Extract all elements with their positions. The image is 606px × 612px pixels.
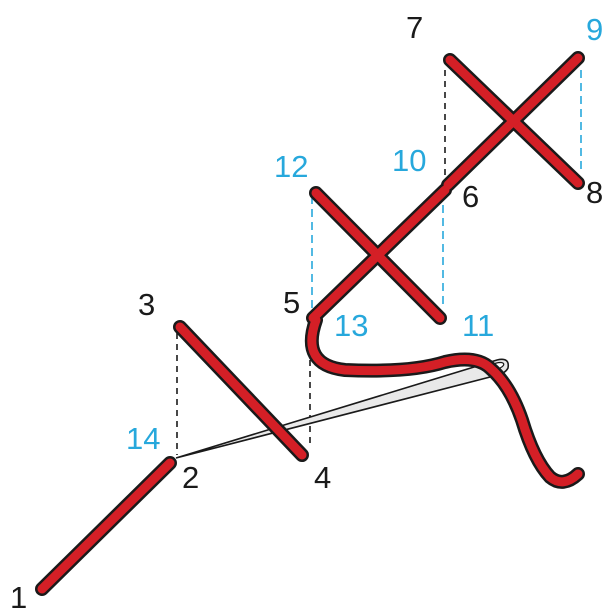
- point-labels: 1 2 3 4 5 6 7 8 9 10 11 12 13 14: [10, 10, 603, 612]
- stitches: [35, 51, 585, 596]
- label-point-1: 1: [10, 580, 27, 612]
- label-point-9: 9: [586, 12, 603, 47]
- stitch-1-2: [37, 458, 175, 594]
- label-point-7: 7: [406, 10, 423, 45]
- label-point-12: 12: [274, 149, 308, 184]
- label-point-5: 5: [283, 285, 300, 320]
- label-point-4: 4: [314, 460, 331, 495]
- stitch-6-9: [443, 53, 583, 190]
- label-point-3: 3: [138, 287, 155, 322]
- label-point-13: 13: [334, 308, 368, 343]
- guide-lines: [176, 70, 582, 455]
- label-point-10: 10: [392, 143, 426, 178]
- label-point-11: 11: [462, 308, 494, 343]
- stitch-5-6: [308, 185, 450, 323]
- stitch-3-4: [175, 322, 307, 460]
- label-point-2: 2: [182, 460, 199, 495]
- label-point-6: 6: [462, 179, 479, 214]
- working-thread: [307, 315, 583, 487]
- label-point-14: 14: [126, 421, 160, 456]
- label-point-8: 8: [586, 175, 603, 210]
